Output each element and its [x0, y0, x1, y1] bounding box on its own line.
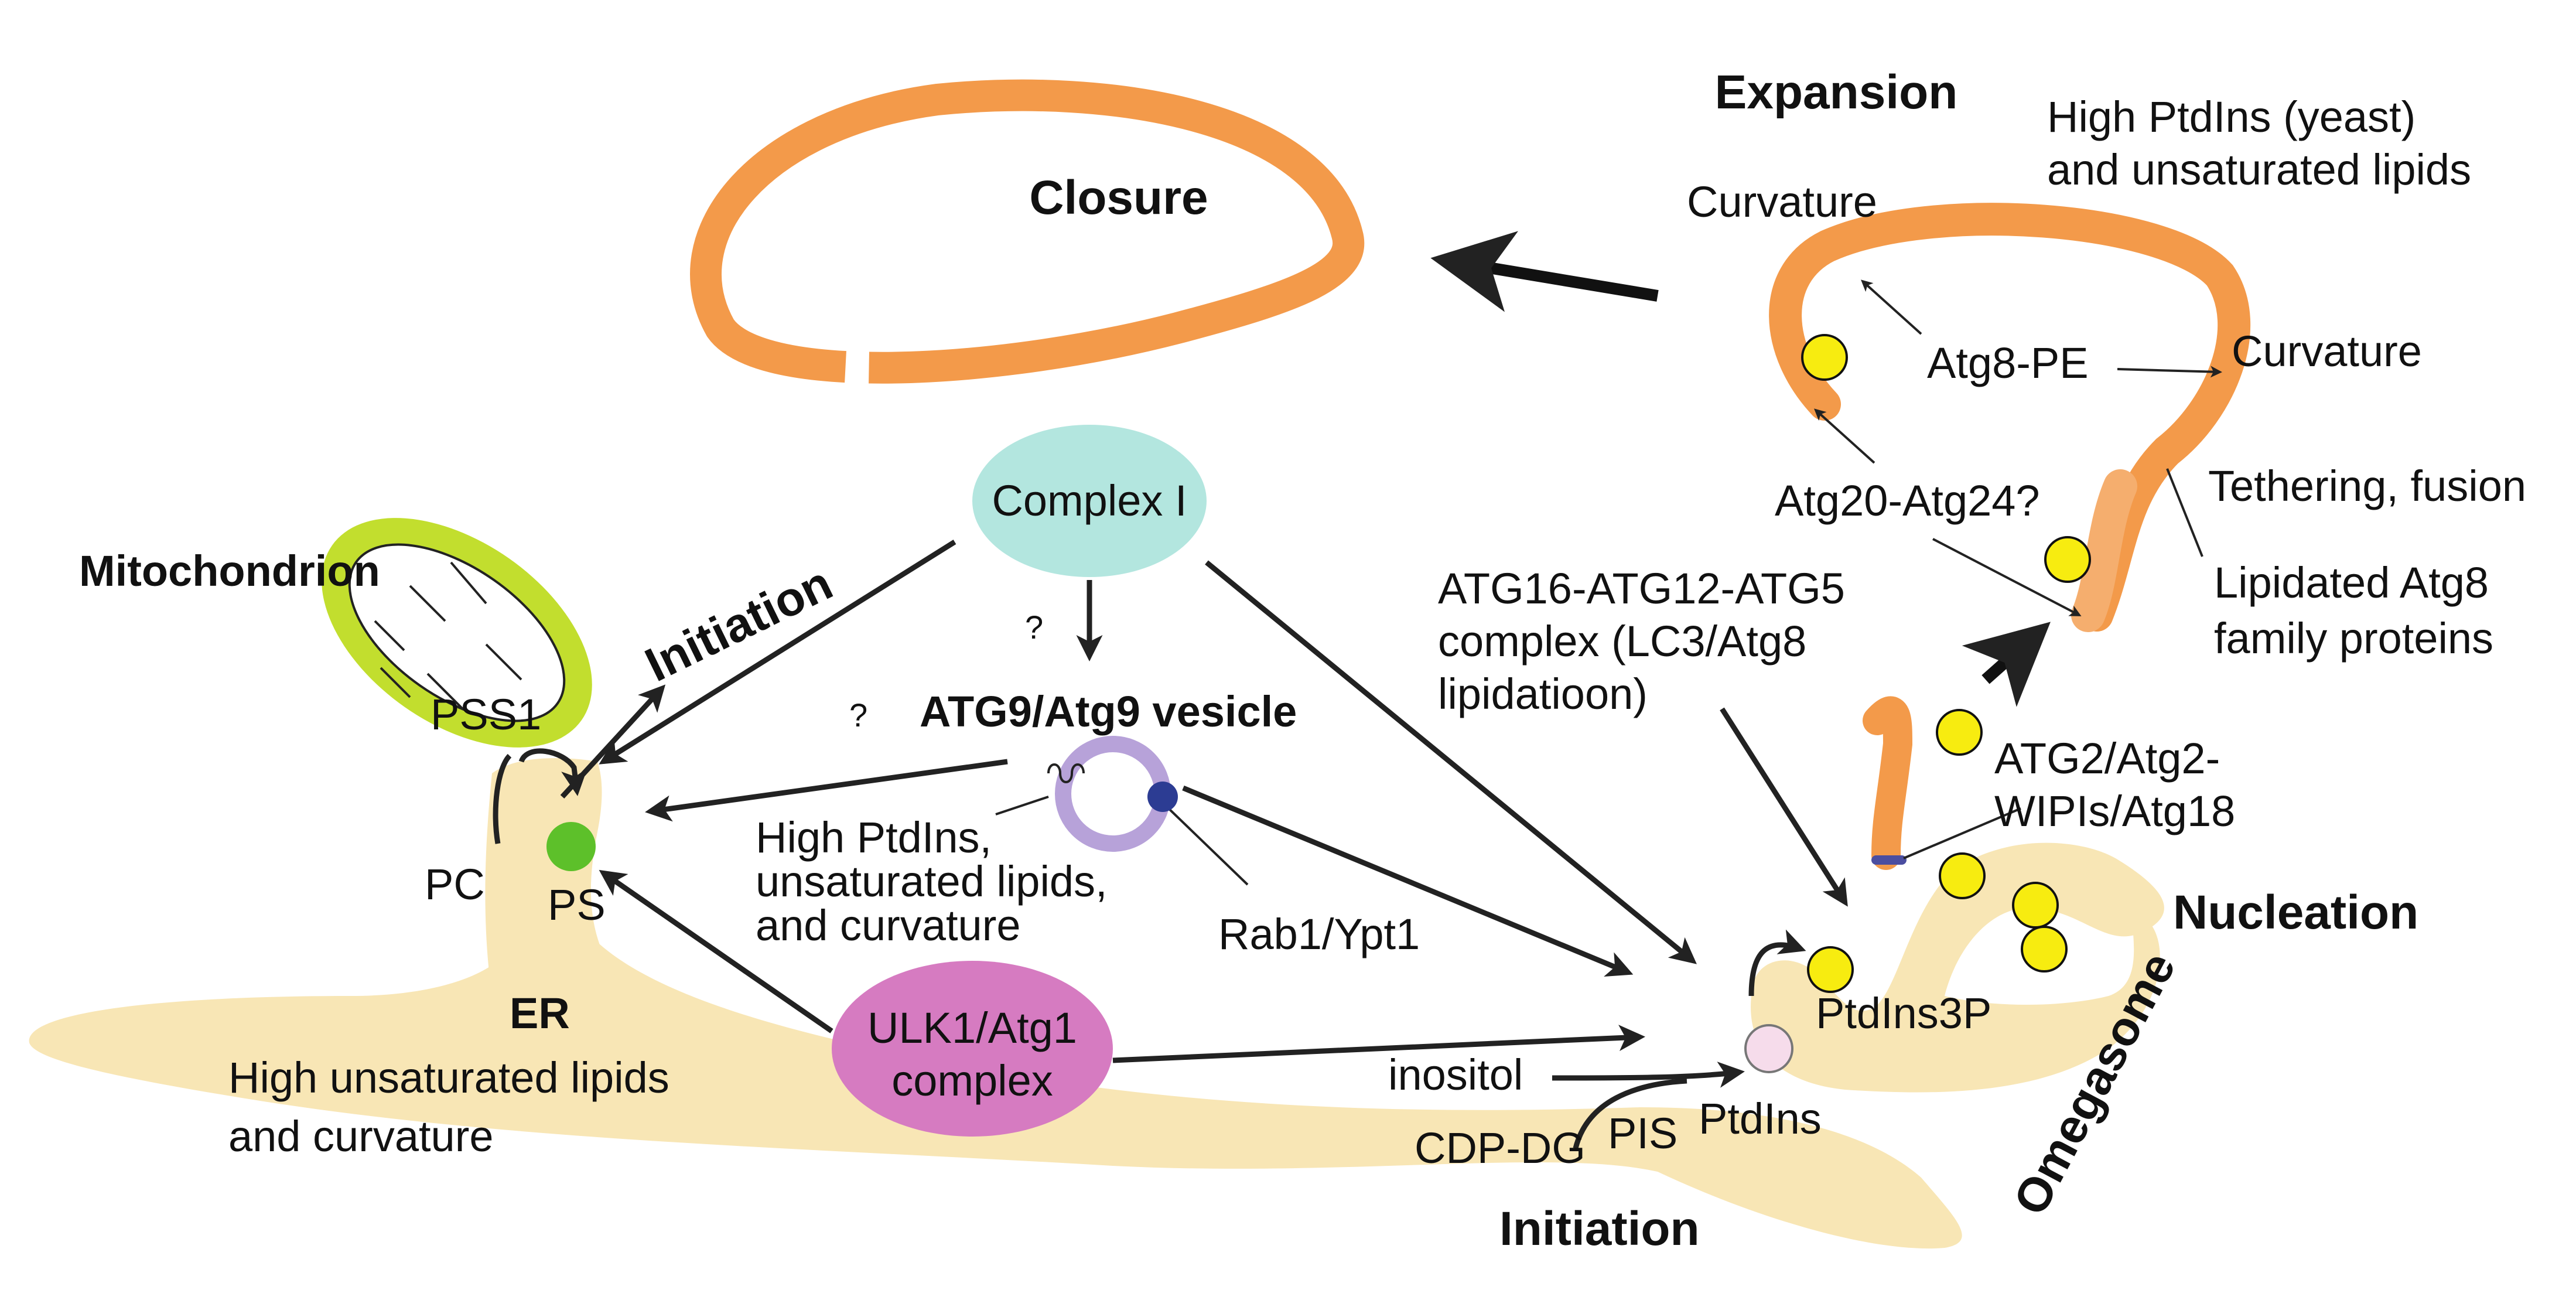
ptdins3p-dot	[2012, 882, 2059, 929]
ps-dot	[546, 822, 596, 871]
ptdins3p-dot	[1939, 852, 1986, 899]
mitochondrion-cristae	[374, 561, 522, 710]
arrow-nucleation-to-expansion	[1962, 622, 2051, 707]
atg9-vesicle-label: ATG9/Atg9 vesicle	[920, 687, 1297, 736]
ptdins3p-label: PtdIns3P	[1816, 989, 1991, 1038]
question-mark-1: ?	[1025, 609, 1043, 646]
ulk1-complex-ellipse	[832, 961, 1113, 1137]
arrow-atg20-to-omegasome	[1932, 538, 2082, 616]
er-membrane	[29, 773, 1962, 1249]
arrow-atg16-to-ptdins3p	[1720, 707, 1848, 907]
arrow-inositol-to-ptdins	[1552, 1062, 1745, 1088]
arrow-complex1-to-ps	[599, 540, 956, 765]
omegasome-label: Omegasome	[2004, 944, 2186, 1223]
ptdins3p-dots	[1801, 334, 2091, 993]
mitochondrion-inner	[348, 543, 566, 722]
ptdins-label: PtdIns	[1699, 1094, 1822, 1143]
atg8-pe-label: Atg8-PE	[1927, 339, 2089, 387]
atg2-label-1: ATG2/Atg2-	[1994, 734, 2220, 783]
er-label: ER	[510, 989, 570, 1038]
ptdins3p-dot	[2044, 536, 2091, 583]
ptdins3p-dot	[1936, 709, 1983, 756]
lipidated-label-2: family proteins	[2214, 614, 2493, 663]
pss1-label: PSS1	[431, 690, 541, 739]
phagophore-tether-segment	[2071, 469, 2137, 632]
ulk1-label-2: complex	[891, 1056, 1053, 1105]
initiation-bottom-label: Initiation	[1499, 1202, 1700, 1255]
ptdins3p-dot	[2021, 926, 2068, 973]
ptdins3p-dot	[1801, 334, 1848, 381]
arrow-atg20-to-curvature	[1814, 408, 1875, 464]
er-desc-2: and curvature	[228, 1112, 494, 1161]
tethering-label: Tethering, fusion	[2208, 462, 2526, 510]
rab1-label: Rab1/Ypt1	[1218, 910, 1420, 958]
vesicle-desc-1: High PtdIns,	[756, 813, 992, 862]
nucleating-phagophore	[1863, 696, 1913, 870]
expansion-label: Expansion	[1715, 66, 1958, 119]
atg16-label-3: lipidatioon)	[1438, 670, 1648, 718]
pis-label: PIS	[1608, 1109, 1678, 1158]
pc-curve	[493, 753, 512, 844]
atg16-label-2: complex (LC3/Atg8	[1438, 617, 1806, 666]
omegasome-membrane	[1751, 842, 2164, 1093]
complex1-label: Complex I	[992, 476, 1187, 525]
arrow-ulk1-to-omegasome	[1112, 1025, 1645, 1063]
arrow-atg9-to-omegasome	[1182, 785, 1634, 977]
pointer-atg2	[1903, 807, 2021, 859]
pc-label: PC	[425, 860, 485, 909]
pointer-tethering	[2166, 468, 2203, 557]
closure-label: Closure	[1029, 171, 1208, 224]
expanding-phagophore	[1769, 203, 2251, 632]
initiation-left-label: Initiation	[637, 557, 841, 692]
pointer-rab1	[1164, 804, 1249, 886]
ptdins3p-dot	[1807, 946, 1854, 993]
atg2-tether	[1871, 855, 1907, 865]
high-ptdins-label-2: and unsaturated lipids	[2047, 145, 2471, 194]
rab1-dot	[1147, 782, 1178, 812]
atg20-atg24-label: Atg20-Atg24?	[1775, 476, 2040, 525]
arrow-pss1-to-ps	[518, 748, 587, 796]
complex1-ellipse	[972, 425, 1207, 577]
cdp-dg-curve	[1573, 1078, 1687, 1149]
vesicle-desc-2: unsaturated lipids,	[756, 857, 1108, 906]
nucleation-label: Nucleation	[2173, 886, 2418, 939]
curvature-top-label: Curvature	[1687, 178, 1877, 226]
lipidated-label-1: Lipidated Atg8	[2214, 558, 2489, 607]
arrow-atg8pe-to-curvature-top	[1861, 279, 1922, 335]
atg2-label-2: WIPIs/Atg18	[1994, 787, 2235, 835]
arrow-ptdins-to-ptdins3p	[1748, 929, 1806, 997]
atg16-label-1: ATG16-ATG12-ATG5	[1438, 564, 1845, 613]
pointer-vesicle-desc	[995, 796, 1049, 816]
arrow-atg9-to-ps	[645, 759, 1008, 822]
curvature-right-label: Curvature	[2232, 327, 2422, 376]
inositol-label: inositol	[1388, 1050, 1523, 1099]
ptdins-dot	[1744, 1024, 1793, 1073]
vesicle-desc-3: and curvature	[756, 901, 1021, 950]
closure-autophagosome	[690, 79, 1364, 384]
high-ptdins-label-1: High PtdIns (yeast)	[2047, 93, 2416, 141]
arrow-complex1-to-omegasome	[1205, 560, 1697, 964]
mitochondrion-label: Mitochondrion	[79, 547, 380, 595]
arrow-expansion-to-closure	[1430, 231, 1659, 312]
atg9-protein-coil	[1047, 763, 1085, 783]
er-desc-1: High unsaturated lipids	[228, 1053, 669, 1102]
arrow-ulk1-to-ps	[599, 869, 833, 1033]
er-stalk	[485, 758, 633, 996]
ps-label: PS	[548, 881, 606, 929]
arrow-atg8pe-to-curvature-right	[2117, 366, 2222, 378]
ulk1-label-1: ULK1/Atg1	[867, 1004, 1077, 1052]
question-mark-2: ?	[849, 697, 867, 733]
cdp-dg-label: CDP-DG	[1415, 1124, 1586, 1172]
